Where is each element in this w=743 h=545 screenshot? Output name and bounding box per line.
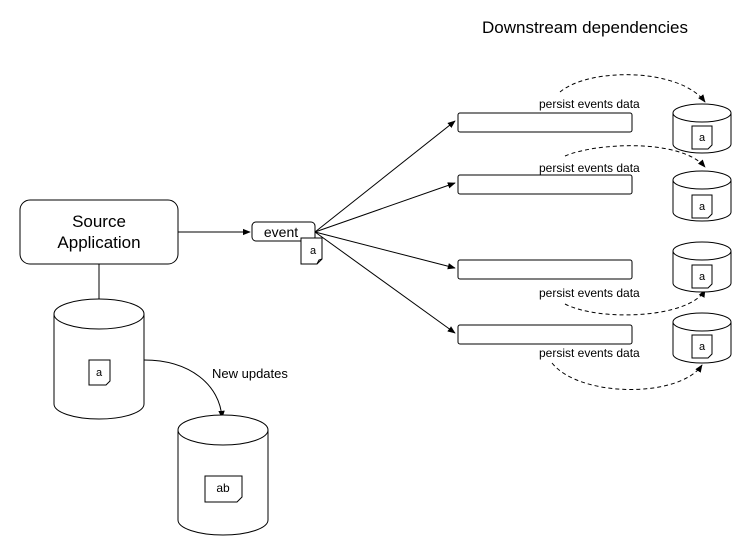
source-db-doc-label: a [96,367,103,379]
consumer-db-4: a [672,312,732,364]
source-label-line1: Source [72,212,126,231]
document-icon [204,475,243,503]
db-doc-label: a [699,201,706,213]
db-doc-label: a [699,132,706,144]
persist-arrow [564,145,706,168]
event-box: event [251,221,316,242]
document-icon [691,194,713,219]
consumer-db-2: a [672,170,732,222]
persist-label: persist events data [539,346,640,360]
diagram-title: Downstream dependencies [482,18,688,37]
new-updates-arrow [143,359,225,419]
consumer-box [457,259,633,280]
consumer-4: persist events data [457,324,703,390]
new-updates-label: New updates [212,366,288,381]
consumer-db-1: a [672,103,732,154]
fanout-arrows [314,120,456,334]
consumer-box [457,112,633,133]
persist-arrow [564,289,706,316]
document-icon [691,264,713,289]
consumer-2: persist events data [457,145,706,195]
document-icon [691,125,713,150]
event-label: event [264,224,298,240]
db-doc-label: a [699,341,706,353]
db-doc-label: a [699,271,706,283]
persist-arrow [559,74,706,103]
consumer-box [457,174,633,195]
document-icon [88,359,111,386]
event-document-icon: a [300,237,323,265]
persist-label: persist events data [539,97,640,111]
persist-label: persist events data [539,161,640,175]
consumer-1: persist events data [457,74,706,133]
consumer-box [457,324,633,345]
persist-label: persist events data [539,286,640,300]
updated-db-doc-label: ab [216,481,230,495]
source-database: a [53,298,145,420]
persist-arrow [551,362,703,390]
consumer-3: persist events data [457,259,706,316]
event-doc-label: a [310,245,317,257]
source-label-line2: Application [57,233,140,252]
updated-database: ab [177,414,269,536]
document-icon [691,334,713,359]
consumer-db-3: a [672,241,732,293]
source-application-box: Source Application [19,199,179,265]
